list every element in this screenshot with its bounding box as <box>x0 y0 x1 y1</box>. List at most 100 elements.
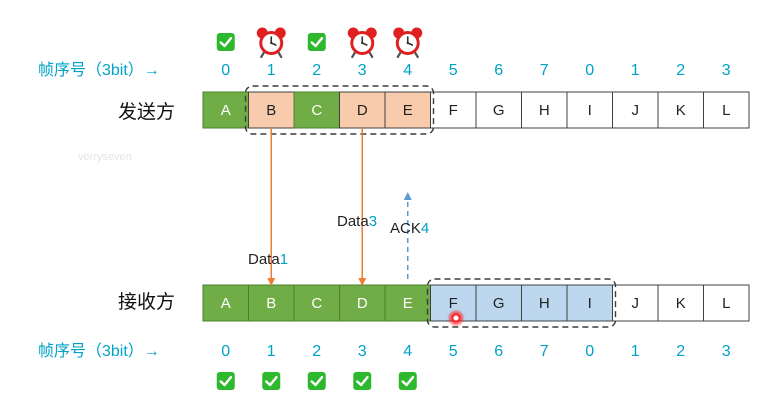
seq-number: 0 <box>221 62 230 79</box>
sender-status-marks <box>216 27 423 59</box>
check-icon <box>307 372 326 390</box>
seq-number: 2 <box>676 62 685 79</box>
receiver-frame-label: G <box>493 295 505 312</box>
sender-frame-label: J <box>632 102 640 119</box>
check-icon <box>262 372 281 390</box>
alarm-clock-icon <box>393 27 423 59</box>
receiver-frame-label: J <box>632 295 640 312</box>
receiver-frame-cell <box>521 284 568 322</box>
sender-frame-cell <box>521 91 568 129</box>
seq-number: 3 <box>358 62 367 79</box>
sender-frame-label: I <box>588 102 592 119</box>
receiver-frame-cell <box>202 284 249 322</box>
seq-number: 0 <box>221 343 230 360</box>
sender-frame-label: B <box>266 102 276 119</box>
arrow-label-number: 3 <box>369 213 377 230</box>
sender-frame-cell <box>430 91 477 129</box>
seq-number: 1 <box>631 62 640 79</box>
arrow-label-text: Data <box>248 251 280 268</box>
seq-number: 2 <box>676 343 685 360</box>
sender-label: 发送方 <box>118 101 175 123</box>
sender-frame-label: H <box>539 102 550 119</box>
seq-number: 3 <box>722 62 731 79</box>
data-arrow-label: Data3 <box>337 213 377 230</box>
alarm-clock-icon <box>347 27 377 59</box>
receiver-label: 接收方 <box>118 291 175 313</box>
sender-frame-label: K <box>676 102 686 119</box>
sender-frame-label: L <box>722 102 730 119</box>
seq-number: 4 <box>403 62 412 79</box>
data-arrow-label: Data1 <box>248 251 288 268</box>
receiver-status-marks <box>216 372 417 390</box>
receiver-frame-cell <box>384 284 431 322</box>
sender-frame-label: A <box>221 102 231 119</box>
seq-number: 7 <box>540 62 549 79</box>
sender-frame-cell <box>248 91 295 129</box>
watermark: verryseven <box>78 151 132 163</box>
seq-number: 1 <box>267 62 276 79</box>
receiver-frame-cell <box>339 284 386 322</box>
cursor-pointer <box>447 309 465 327</box>
sender-frame-cell <box>475 91 522 129</box>
seq-number: 6 <box>494 62 503 79</box>
receiver-frame-label: H <box>539 295 550 312</box>
sender-frame-cell <box>293 91 340 129</box>
sliding-windows <box>244 85 617 328</box>
receiver-frame-cell <box>657 284 704 322</box>
arrow-label-text: ACK <box>390 220 421 237</box>
sender-frames: A B C D E F G H I J K L <box>202 91 750 129</box>
receiver-frame-label: I <box>588 295 592 312</box>
check-icon <box>307 33 326 51</box>
receiver-frame-label: L <box>722 295 730 312</box>
receiver-frame-label: C <box>311 295 322 312</box>
sender-frame-cell <box>566 91 613 129</box>
sender-frame-cell <box>612 91 659 129</box>
receiver-frame-cell <box>566 284 613 322</box>
arrow-label-text: Data <box>337 213 369 230</box>
check-icon <box>398 372 417 390</box>
seq-number: 7 <box>540 343 549 360</box>
receiver-frame-label: K <box>676 295 686 312</box>
seq-number: 0 <box>585 62 594 79</box>
check-icon <box>216 372 235 390</box>
seq-number: 5 <box>449 62 458 79</box>
seq-number: 0 <box>585 343 594 360</box>
receiver-frame-label: A <box>221 295 231 312</box>
sender-frame-cell <box>384 91 431 129</box>
receiver-frame-cell <box>703 284 750 322</box>
seq-label-top: 帧序号（3bit）→ <box>38 61 160 79</box>
seq-number: 6 <box>494 343 503 360</box>
sender-frame-label: E <box>403 102 413 119</box>
seq-number: 3 <box>358 343 367 360</box>
seq-number: 4 <box>403 343 412 360</box>
seq-label-bottom: 帧序号（3bit）→ <box>38 342 160 360</box>
seq-numbers-bottom: 0 1 2 3 4 5 6 7 0 1 2 3 <box>221 343 731 360</box>
receiver-frame-label: E <box>403 295 413 312</box>
sender-frame-label: D <box>357 102 368 119</box>
sender-frame-cell <box>703 91 750 129</box>
seq-number: 2 <box>312 343 321 360</box>
receiver-frame-label: B <box>266 295 276 312</box>
sender-frame-label: F <box>449 102 458 119</box>
check-icon <box>353 372 372 390</box>
alarm-clock-icon <box>256 27 286 59</box>
seq-number: 1 <box>631 343 640 360</box>
sender-frame-label: C <box>311 102 322 119</box>
sender-frame-label: G <box>493 102 505 119</box>
receiver-frame-label: F <box>449 295 458 312</box>
seq-number: 3 <box>722 343 731 360</box>
check-icon <box>216 33 235 51</box>
seq-number: 5 <box>449 343 458 360</box>
receiver-window <box>426 278 617 328</box>
sender-frame-cell <box>202 91 249 129</box>
sender-window <box>244 85 435 135</box>
pointer-core <box>453 315 459 321</box>
arrow-label-number: 1 <box>280 251 288 268</box>
seq-number: 1 <box>267 343 276 360</box>
receiver-frame-cell <box>475 284 522 322</box>
